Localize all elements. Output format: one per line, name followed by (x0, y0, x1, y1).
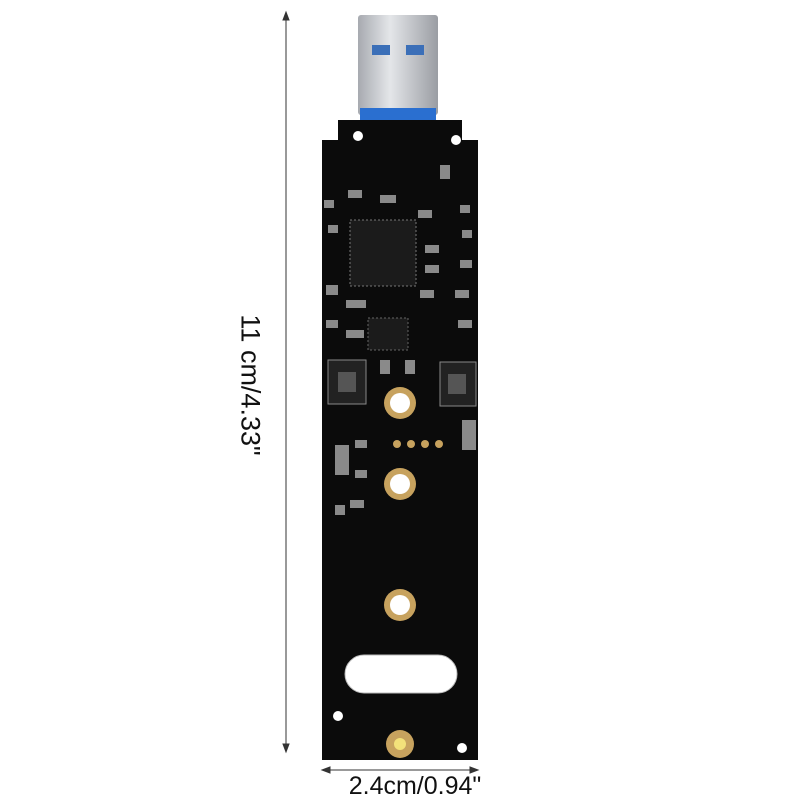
width-label: 2.4cm/0.94" (348, 772, 482, 800)
length-dimension-line (282, 10, 290, 754)
mounting-holes (384, 387, 416, 758)
pcb-board (322, 120, 478, 760)
length-label: 11 cm/4.33" (235, 314, 266, 456)
usb-connector (358, 15, 438, 120)
controller-chip (349, 219, 417, 287)
width-dimension-line (320, 766, 480, 774)
m2-slot (344, 654, 458, 694)
